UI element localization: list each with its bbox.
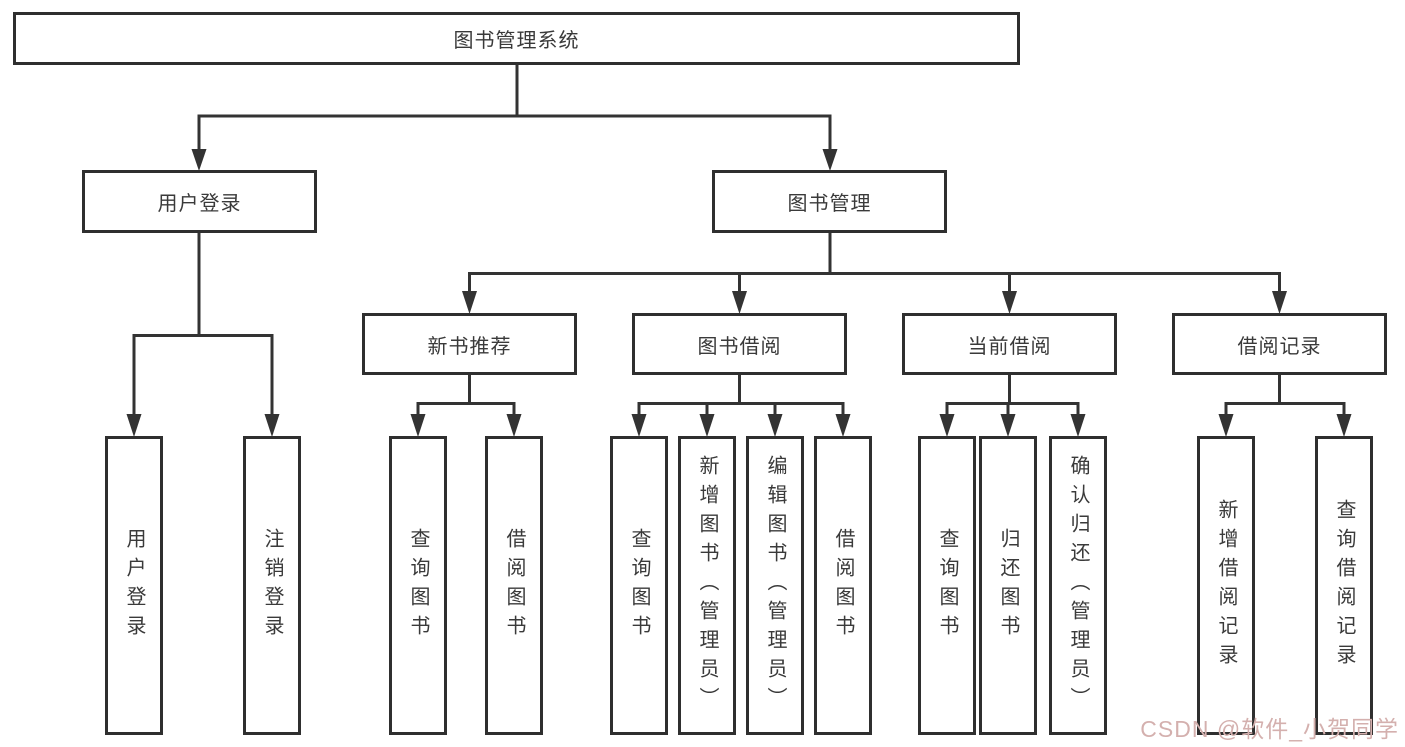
leaf-add-borrow-record: 新增借阅记录	[1197, 436, 1255, 735]
node-label: 当前借阅	[967, 335, 1052, 358]
leaf-user-login: 用户登录	[105, 436, 163, 735]
node-label: 新增借阅记录	[1215, 498, 1237, 673]
node-label: 图书借阅	[697, 335, 782, 358]
node-book-borrow: 图书借阅	[632, 313, 847, 375]
leaf-query-borrow-record: 查询借阅记录	[1315, 436, 1373, 735]
leaf-return-books: 归还图书	[979, 436, 1037, 735]
leaf-add-book-admin: 新增图书（管理员）	[678, 436, 736, 735]
arrowhead-icons	[126, 149, 1352, 437]
node-label: 查询图书	[936, 527, 958, 644]
node-label: 借阅图书	[832, 527, 854, 644]
node-label: 用户登录	[157, 193, 242, 215]
node-label: 借阅记录	[1237, 335, 1322, 358]
node-label: 借阅图书	[503, 527, 525, 644]
node-label: 注销登录	[261, 527, 283, 644]
leaf-borrow-books: 借阅图书	[814, 436, 872, 735]
node-new-book-recommend: 新书推荐	[362, 313, 577, 375]
node-current-borrow: 当前借阅	[902, 313, 1117, 375]
node-label: 图书管理系统	[453, 30, 580, 52]
leaf-borrow-books-recommend: 借阅图书	[485, 436, 543, 735]
leaf-query-books-borrow: 查询图书	[610, 436, 668, 735]
node-label: 编辑图书（管理员）	[764, 455, 786, 716]
leaf-query-books-recommend: 查询图书	[389, 436, 447, 735]
node-label: 查询图书	[628, 527, 650, 644]
node-label: 查询图书	[407, 527, 429, 644]
node-label: 用户登录	[123, 527, 145, 644]
node-label: 确认归还（管理员）	[1067, 455, 1089, 716]
node-label: 归还图书	[997, 527, 1019, 644]
node-label: 图书管理	[787, 193, 872, 215]
leaf-confirm-return-admin: 确认归还（管理员）	[1049, 436, 1107, 735]
node-book-management: 图书管理	[712, 170, 947, 233]
csdn-watermark: CSDN @软件_小贺同学	[1140, 716, 1399, 742]
node-library-management-system: 图书管理系统	[13, 12, 1020, 65]
node-label: 新增图书（管理员）	[696, 455, 718, 716]
node-label: 新书推荐	[427, 335, 512, 358]
node-user-login: 用户登录	[82, 170, 317, 233]
node-label: 查询借阅记录	[1333, 498, 1355, 673]
leaf-query-books-current: 查询图书	[918, 436, 976, 735]
leaf-logout: 注销登录	[243, 436, 301, 735]
node-borrow-records: 借阅记录	[1172, 313, 1387, 375]
leaf-edit-book-admin: 编辑图书（管理员）	[746, 436, 804, 735]
